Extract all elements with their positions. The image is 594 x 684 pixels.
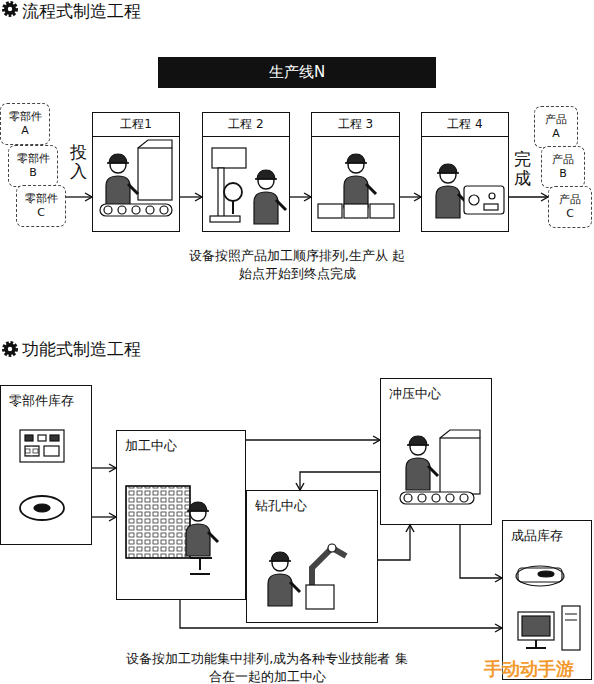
part-card: 零部件 C — [16, 185, 66, 227]
part-card: 零部件 A — [0, 103, 50, 145]
process-box: 工程 2 — [202, 112, 290, 232]
flow-arrow — [290, 196, 311, 197]
flow-arrow — [92, 467, 116, 468]
part-card: 零部件 B — [8, 145, 58, 187]
node-text: 加工中心 — [125, 437, 237, 455]
caption: 设备按加工功能集中排列,成为各种专业技能者 集合在一起的加工中心 — [122, 650, 412, 684]
process-box: 工程 4 — [421, 112, 509, 232]
flow-arrow — [300, 472, 380, 490]
node-text: 零部件库存 — [9, 392, 83, 410]
node-text: 工程1 — [93, 113, 179, 137]
flow-arrow — [180, 600, 502, 628]
product-card: 产品 A — [534, 106, 578, 148]
flow-arrow — [180, 196, 202, 197]
center-box: 冲压中心 — [380, 378, 492, 525]
inventory-box: 成品库存 — [502, 520, 592, 680]
node-text: 成品库存 — [511, 527, 583, 545]
flow-arrow — [66, 196, 92, 197]
watermark: 手动动手游 — [484, 656, 574, 681]
process-box: 工程1 — [92, 112, 180, 232]
node-text: 冲压中心 — [389, 385, 483, 403]
page-title: 流程式制造工程 — [22, 0, 141, 23]
product-card: 产品 B — [541, 146, 585, 188]
node-text: 工程 4 — [422, 113, 508, 137]
node-text: 零部件 A — [5, 110, 45, 138]
flow-arrow — [378, 525, 410, 560]
node-text: 产品 C — [555, 193, 585, 221]
flow-arrow — [509, 196, 548, 197]
flow-arrow — [460, 525, 502, 578]
center-box: 钻孔中心 — [246, 490, 378, 623]
node-text: 产品 B — [548, 153, 578, 181]
section-heading: 功能式制造工程 — [22, 338, 141, 362]
line-banner: 生产线N — [158, 57, 436, 88]
process-illustrations — [20, 140, 580, 650]
node-text: 工程 2 — [203, 113, 289, 137]
node-text: 零部件 C — [21, 192, 61, 220]
node-text: 产品 A — [541, 113, 571, 141]
caption: 设备按照产品加工顺序排列,生产从 起始点开始到终点完成 — [184, 247, 410, 283]
process-box: 工程 3 — [311, 112, 400, 232]
node-text: 工程 3 — [312, 113, 399, 137]
node-text: 生产线N — [269, 63, 325, 82]
node-text: 钻孔中心 — [255, 497, 369, 515]
input-label: 投入 — [70, 143, 87, 180]
node-text: 零部件 B — [13, 152, 53, 180]
flow-arrow — [246, 439, 380, 440]
output-label: 完成 — [514, 150, 531, 187]
product-card: 产品 C — [548, 186, 592, 228]
flow-arrow — [92, 516, 116, 517]
center-box: 加工中心 — [116, 430, 246, 600]
flow-arrow — [400, 196, 421, 197]
inventory-box: 零部件库存 — [0, 385, 92, 545]
